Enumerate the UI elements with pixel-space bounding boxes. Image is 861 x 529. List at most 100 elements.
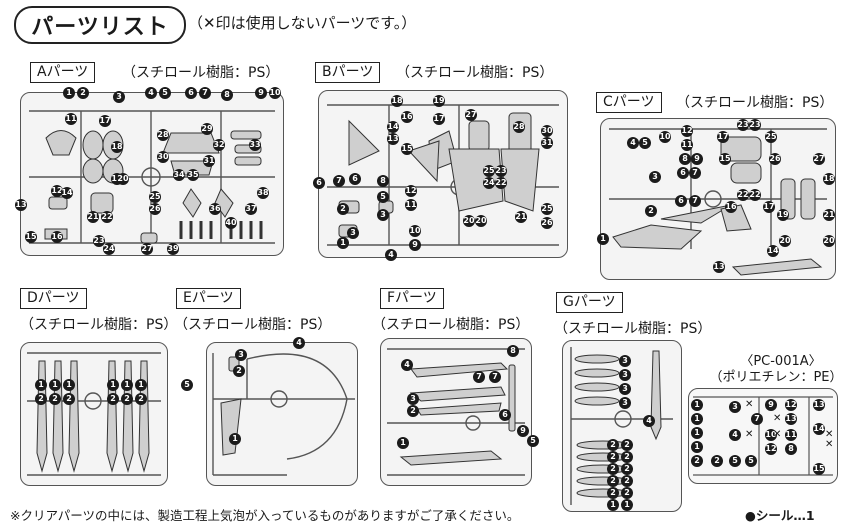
part-number: 10 [409, 225, 421, 237]
part-number: 39 [167, 243, 179, 255]
part-number: 2 [607, 475, 619, 487]
parts-e-runner-art [212, 353, 355, 476]
parts-g-material-text: （スチロール樹脂：PS） [554, 321, 712, 337]
part-number: 19 [777, 209, 789, 221]
part-number: 24 [483, 177, 495, 189]
part-number: 1 [107, 379, 119, 391]
part-number: 1 [337, 237, 349, 249]
parts-e-material: （スチロール樹脂：PS） [174, 314, 331, 334]
part-number: 33 [249, 139, 261, 151]
part-number: 10 [659, 131, 671, 143]
part-number: 14 [813, 423, 825, 435]
part-number: 3 [619, 369, 631, 381]
part-number: 13 [713, 261, 725, 273]
part-number: 6 [185, 87, 197, 99]
part-number: 2 [49, 393, 61, 405]
part-number: 29 [201, 123, 213, 135]
part-number: 12 [51, 185, 63, 197]
part-number: 7 [333, 175, 345, 187]
part-number: 4 [145, 87, 157, 99]
part-number: 4 [385, 249, 397, 261]
part-number: 2 [607, 463, 619, 475]
part-number: 2 [621, 475, 633, 487]
part-number: 2 [711, 455, 723, 467]
part-number: 2 [63, 393, 75, 405]
parts-e-runner: 4 3 2 5 1 [181, 337, 358, 486]
parts-g-runner: 3 3 3 3 4 2 2 2 2 2 2 2 2 2 2 1 1 [562, 340, 682, 512]
part-number: 2 [645, 205, 657, 217]
part-number: 31 [541, 137, 553, 149]
part-number: 3 [619, 355, 631, 367]
part-number: 2 [607, 487, 619, 499]
part-number: 1 [135, 379, 147, 391]
part-number: 1 [691, 427, 703, 439]
part-number: 2 [77, 87, 89, 99]
part-number: 23 [495, 165, 507, 177]
parts-b-label: Bパーツ [315, 62, 381, 83]
part-number: 30 [541, 125, 553, 137]
part-number: 9 [765, 399, 777, 411]
part-number: 1 [691, 441, 703, 453]
unused-mark: ✕ [825, 429, 834, 440]
part-number: 16 [725, 201, 737, 213]
parts-pe-material: （ポリエチレン：PE） [709, 370, 843, 385]
part-number: 13 [785, 413, 797, 425]
parts-b-material: （スチロール樹脂：PS） [396, 62, 553, 82]
unused-parts-note: （✕印は使用しないパーツです。） [188, 12, 416, 33]
part-number: 7 [689, 195, 701, 207]
part-number: 12 [765, 443, 777, 455]
part-number: 11 [681, 139, 693, 151]
seal-count: ●シール…1 [745, 508, 815, 523]
part-number: 24 [103, 243, 115, 255]
parts-b-material-text: （スチロール樹脂：PS） [396, 65, 554, 81]
unused-mark: ✕ [745, 399, 754, 410]
part-number: 14 [387, 121, 399, 133]
unused-mark: ✕ [745, 429, 754, 440]
parts-a-label: Aパーツ [30, 62, 96, 83]
part-number: 21 [87, 211, 99, 223]
part-number: 35 [187, 169, 199, 181]
part-number: 8 [377, 175, 389, 187]
part-number: 4 [401, 359, 413, 371]
part-number: 1 [49, 379, 61, 391]
part-number: 27 [813, 153, 825, 165]
part-number: 3 [729, 401, 741, 413]
part-number: 37 [245, 203, 257, 215]
parts-c-material-text: （スチロール樹脂：PS） [676, 95, 834, 111]
part-number: 2 [107, 393, 119, 405]
part-number: 3 [377, 209, 389, 221]
part-number: 16 [401, 111, 413, 123]
part-number: 4 [643, 415, 655, 427]
part-number: 2 [407, 405, 419, 417]
part-number: 5 [745, 455, 757, 467]
part-number: 26 [149, 203, 161, 215]
part-number: 5 [377, 191, 389, 203]
part-number: 28 [157, 129, 169, 141]
parts-d-label: Dパーツ [20, 288, 87, 309]
part-number: 6 [349, 173, 361, 185]
part-number: 6 [499, 409, 511, 421]
parts-a-material: （スチロール樹脂：PS） [122, 62, 279, 82]
part-number: 7 [199, 87, 211, 99]
part-number: 31 [203, 155, 215, 167]
part-number: 15 [813, 463, 825, 475]
parts-c-runner: 4 5 10 12 11 8 9 6 7 3 2 6 7 1 23 23 17 … [597, 118, 836, 280]
part-number: 34 [173, 169, 185, 181]
part-number: 1 [63, 87, 75, 99]
parts-f-label: Fパーツ [380, 288, 444, 309]
part-number: 38 [257, 187, 269, 199]
parts-g-label: Gパーツ [556, 292, 623, 313]
part-number: 2 [233, 365, 245, 377]
part-number: 20 [117, 173, 129, 185]
parts-c-runner-art [609, 128, 827, 276]
part-number: 7 [473, 371, 485, 383]
part-number: 10 [765, 429, 777, 441]
parts-d-material-text: （スチロール樹脂：PS） [20, 317, 178, 333]
part-number: 15 [25, 231, 37, 243]
part-number: 5 [639, 137, 651, 149]
parts-f-runner: 4 8 7 7 3 2 6 9 5 1 [380, 338, 539, 486]
part-number: 25 [541, 203, 553, 215]
part-number: 5 [527, 435, 539, 447]
part-number: 10 [269, 87, 281, 99]
part-number: 1 [607, 499, 619, 511]
